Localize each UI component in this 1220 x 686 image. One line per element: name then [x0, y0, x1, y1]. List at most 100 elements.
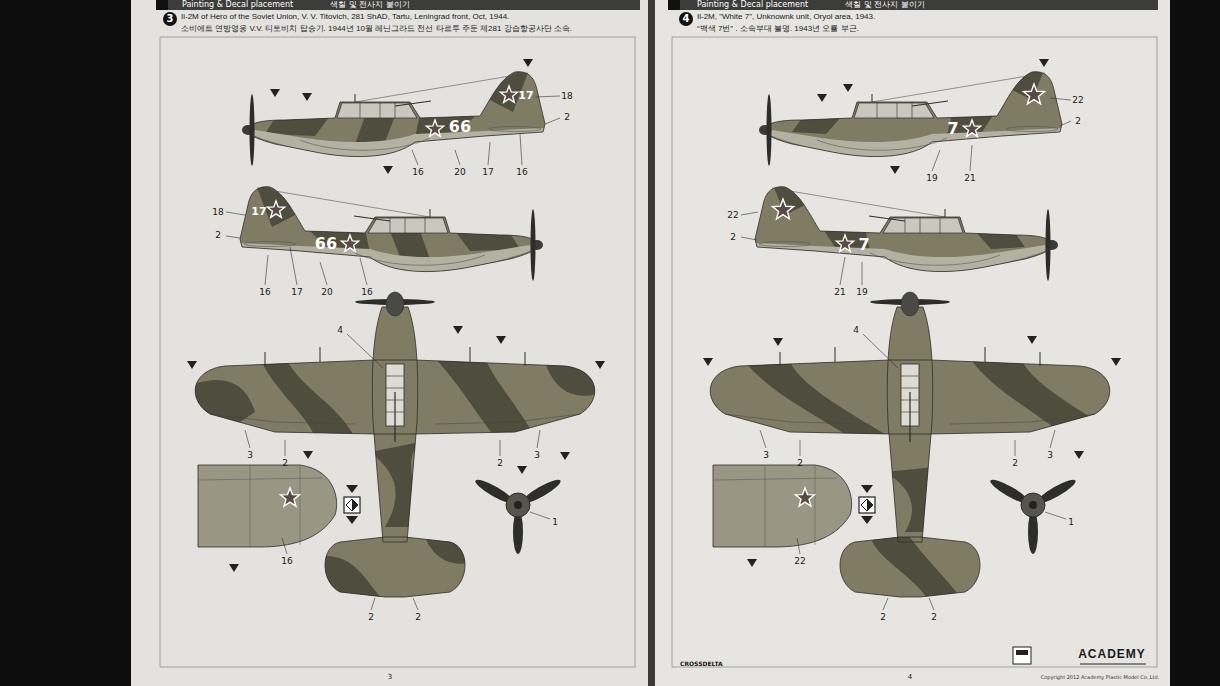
- aircraft-plan-view: [386, 292, 404, 316]
- leader-line: [285, 440, 286, 456]
- aircraft-side-view: [390, 218, 391, 233]
- aircraft-plan-view: [985, 347, 986, 362]
- aircraft-side-view: [250, 94, 255, 166]
- aircraft-side-view: [426, 120, 443, 136]
- aircraft-side-view: [337, 103, 417, 118]
- propeller-front-view: [473, 476, 563, 554]
- callout-number: 3: [534, 450, 540, 460]
- copyright-note: Copyright 2012 Academy Plastic Model Co.…: [1041, 675, 1160, 681]
- page-sheet: [672, 37, 1157, 667]
- callout-number: 2: [215, 230, 221, 240]
- aircraft-side-view: [390, 231, 430, 259]
- scheme-caption: “백색 7번” . 소속부대 불명. 1943년 오룔 부근.: [697, 24, 1137, 33]
- callout-number: 17: [291, 287, 302, 297]
- aircraft-side-view: [531, 209, 536, 281]
- aircraft-plan-view: [909, 392, 910, 442]
- callout-number: 2: [368, 612, 374, 622]
- decal-symbol: [344, 497, 360, 513]
- callout-number: 1: [552, 517, 558, 527]
- aircraft-number: 66: [449, 118, 471, 136]
- callout-number: 22: [727, 210, 738, 220]
- aircraft-side-view: [872, 94, 873, 102]
- aircraft-plan-view: [887, 307, 932, 542]
- leader-line: [741, 237, 757, 240]
- aircraft-plan-view: [325, 537, 465, 597]
- aircraft-side-view: [380, 103, 381, 118]
- aircraft-plan-view: [840, 537, 980, 597]
- leader-line: [741, 212, 758, 215]
- aircraft-side-view: [755, 185, 1058, 281]
- aircraft-side-view: [773, 199, 794, 219]
- aircraft-side-view: [425, 218, 426, 233]
- page-sheet: [655, 0, 1170, 686]
- aircraft-side-view: [759, 70, 1062, 166]
- aircraft-side-view: [242, 70, 545, 166]
- aircraft-side-view: [920, 218, 921, 233]
- tailplane-underside-detail: [198, 465, 322, 547]
- aircraft-plan-view: [372, 307, 417, 542]
- leader-line: [797, 538, 800, 554]
- aircraft-side-view: [455, 231, 520, 251]
- aircraft-side-view: [883, 218, 963, 233]
- aircraft-plan-view: [185, 358, 605, 602]
- callout-number: 16: [259, 287, 270, 297]
- leader-line: [1015, 440, 1016, 456]
- aircraft-side-view: [755, 187, 1055, 272]
- aircraft-plan-view: [386, 376, 404, 377]
- brand-logo-frame: [1016, 650, 1028, 655]
- aircraft-side-view: [759, 242, 811, 247]
- leader-line: [1050, 430, 1055, 448]
- aircraft-side-view: [762, 72, 1062, 157]
- aircraft-side-view: [267, 201, 284, 217]
- aircraft-side-view: [240, 243, 532, 272]
- paint-callout-triangle: [560, 452, 570, 460]
- propeller-front-view: [1021, 493, 1045, 517]
- leader-line: [265, 255, 268, 285]
- callout-number: 2: [797, 458, 803, 468]
- aircraft-side-view: [869, 216, 905, 221]
- aircraft-plan-view: [265, 352, 266, 366]
- leader-line: [282, 538, 287, 554]
- page-sheet: [160, 37, 635, 667]
- aircraft-side-view: [355, 253, 485, 265]
- callout-number: 4: [853, 325, 859, 335]
- leader-line: [840, 257, 845, 285]
- aircraft-plan-view: [901, 376, 919, 377]
- aircraft-side-view: [905, 218, 906, 233]
- decal-symbol: [859, 497, 875, 513]
- tailplane-underside-detail: [198, 465, 337, 547]
- page-sheet: [156, 0, 168, 10]
- aircraft-side-view: [912, 103, 913, 118]
- tailplane-underside-detail: [713, 465, 852, 547]
- leader-line: [226, 212, 245, 215]
- aircraft-side-view: [355, 94, 356, 102]
- page-sheet: [668, 0, 680, 10]
- aircraft-plan-view: [435, 358, 535, 437]
- callout-number: 21: [964, 173, 975, 183]
- aircraft-plan-view: [386, 388, 404, 389]
- paint-callout-triangle: [817, 94, 827, 102]
- aircraft-side-view: [405, 218, 406, 233]
- aircraft-side-view: [836, 235, 853, 251]
- aircraft-side-view: [940, 218, 941, 233]
- aircraft-side-view: [1024, 84, 1045, 104]
- callout-number: 2: [730, 232, 736, 242]
- aircraft-side-view: [368, 218, 448, 233]
- aircraft-plan-view: [970, 358, 1095, 432]
- aircraft-plan-view: [525, 352, 526, 366]
- leader-line: [226, 236, 240, 238]
- page-sheet: [131, 0, 1170, 686]
- aircraft-side-view: [500, 86, 517, 102]
- paint-callout-triangle: [843, 84, 853, 92]
- credit-text: CROSSDELTA: [680, 661, 723, 668]
- aircraft-side-view: [945, 209, 946, 217]
- page-sheet: [131, 0, 648, 686]
- aircraft-plan-view: [870, 537, 965, 602]
- paint-callout-triangle: [523, 59, 533, 67]
- callout-number: 2: [497, 458, 503, 468]
- decal-symbol: [352, 499, 358, 511]
- callout-number: 19: [926, 173, 937, 183]
- aircraft-side-view: [240, 185, 543, 281]
- page-number: 4: [908, 673, 912, 681]
- page-sheet: [668, 0, 1158, 10]
